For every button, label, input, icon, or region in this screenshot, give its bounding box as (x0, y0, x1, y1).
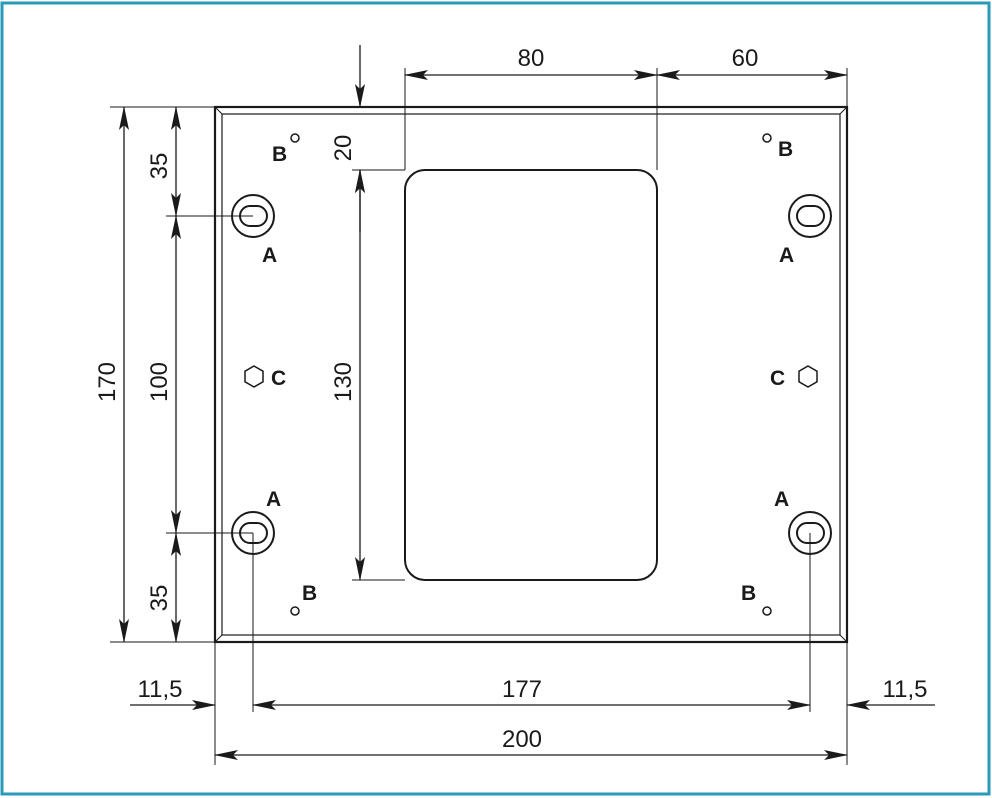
dim-177: 177 (502, 676, 542, 703)
label-a-bottom-right: A (774, 488, 789, 511)
dim-20: 20 (330, 135, 357, 162)
dim-130: 130 (330, 362, 357, 402)
hole-b-bottom-right (762, 606, 772, 616)
slot-top-right (788, 194, 832, 238)
hole-b-bottom-left (290, 606, 300, 616)
dim-35-top: 35 (146, 153, 173, 180)
label-b-bottom-left: B (302, 582, 317, 605)
label-a-bottom-left: A (266, 488, 281, 511)
bevel-corner (839, 634, 848, 643)
hole-b-top-left (290, 133, 300, 143)
label-a-top-left: A (262, 244, 277, 267)
label-c-left: C (271, 367, 286, 390)
plate-outline (213, 105, 849, 644)
bevel-corner (214, 634, 223, 643)
dim-200: 200 (502, 726, 542, 753)
window-cutout (404, 169, 658, 581)
dim-11-5-left: 11,5 (138, 676, 183, 703)
bevel-corner (214, 106, 223, 115)
dim-11-5-right: 11,5 (883, 676, 928, 703)
dim-35-bottom: 35 (146, 585, 173, 612)
label-c-right: C (770, 367, 785, 390)
hex-c-left (244, 365, 264, 388)
dim-170: 170 (94, 362, 121, 402)
hole-b-top-right (762, 133, 772, 143)
dim-100: 100 (146, 362, 173, 402)
dim-80: 80 (518, 45, 545, 72)
bevel-corner (839, 106, 848, 115)
dim-60: 60 (732, 45, 759, 72)
mounting-plate (213, 105, 849, 644)
hex-c-right (798, 365, 818, 388)
label-a-top-right: A (779, 244, 794, 267)
label-b-top-left: B (272, 143, 287, 166)
dimension-lines (119, 45, 935, 760)
extension-lines (110, 68, 848, 765)
plate-inner-bevel (221, 113, 841, 636)
label-b-top-right: B (778, 138, 793, 161)
label-b-bottom-right: B (741, 582, 756, 605)
